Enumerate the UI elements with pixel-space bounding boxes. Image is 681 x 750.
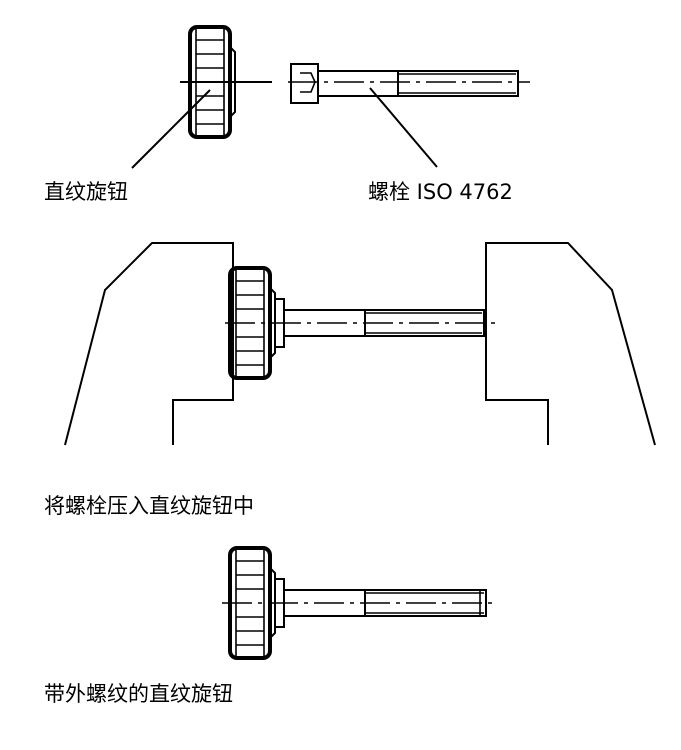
label-bolt: 螺栓 ISO 4762: [368, 180, 513, 204]
leader-line-knob: [131, 89, 211, 169]
press-jaw-left: [64, 242, 234, 446]
press-jaw-right: [485, 242, 656, 446]
label-result: 带外螺纹的直纹旋钮: [44, 682, 233, 706]
bolt-iso-4762: [290, 63, 519, 104]
label-knurled-knob: 直纹旋钮: [44, 180, 128, 204]
label-press-instruction: 将螺栓压入直纹旋钮中: [44, 494, 254, 518]
leader-line-bolt: [369, 87, 438, 168]
